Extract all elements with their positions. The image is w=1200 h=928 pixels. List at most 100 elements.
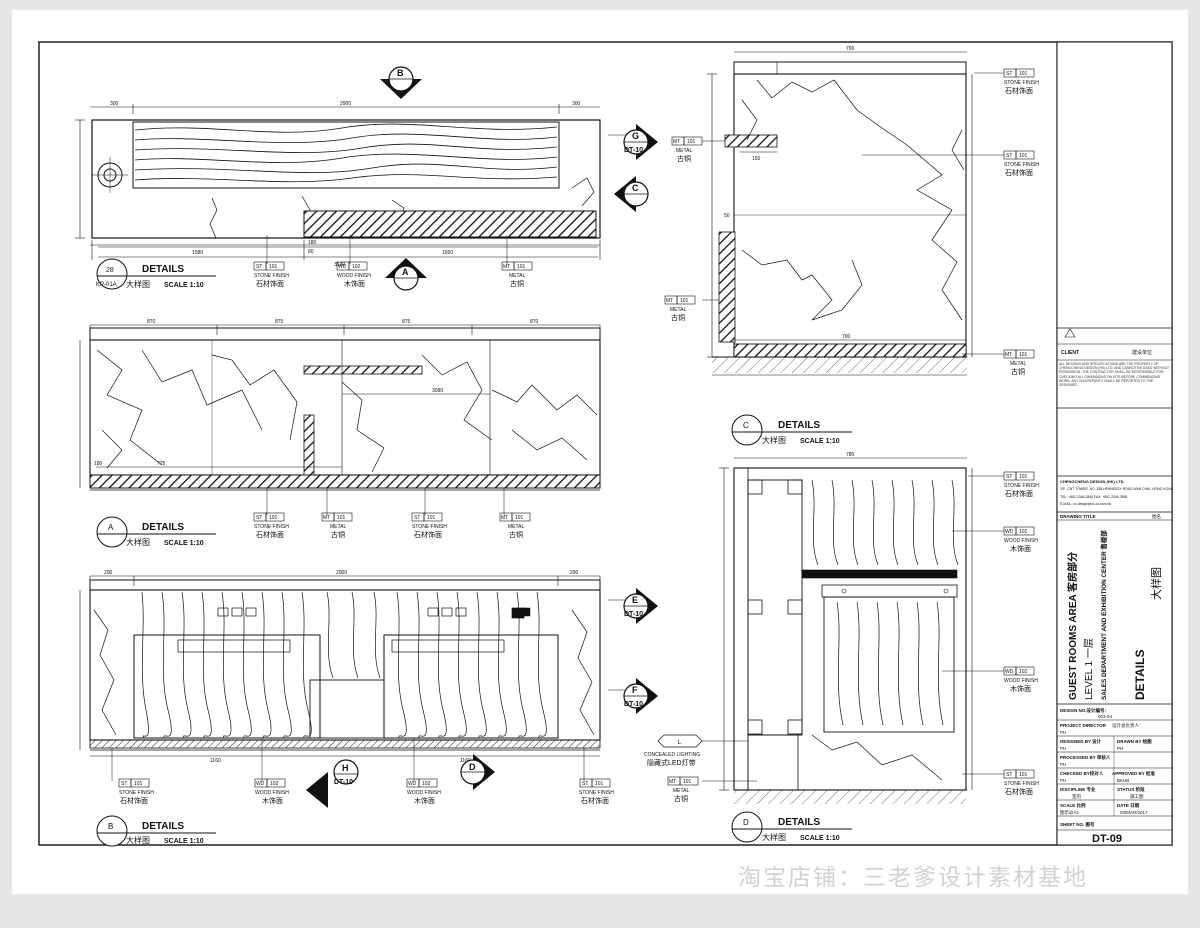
watermark-text: 淘宝店铺：三老爹设计素材基地 bbox=[738, 865, 1088, 891]
view-28-dims: 300 2900 300 1580 1650 3530 180 80 bbox=[110, 101, 581, 268]
status: 施工图 bbox=[1130, 793, 1144, 800]
dim-label: 780 bbox=[846, 452, 855, 458]
view-b-drawing bbox=[79, 575, 630, 757]
section-letter: G bbox=[632, 131, 639, 141]
callout-metal-c1: MT 101 METAL 古铜 bbox=[671, 136, 725, 163]
view-scale: SCALE 1:10 bbox=[800, 835, 840, 842]
dim-label: 870 bbox=[530, 319, 539, 325]
drawing-title-label: DRAWING TITLE bbox=[1060, 514, 1096, 519]
callout-cn: 木饰面 bbox=[344, 279, 365, 288]
dim-label: 50 bbox=[724, 213, 730, 219]
callout-en: METAL bbox=[330, 524, 347, 530]
callout-en: METAL bbox=[509, 273, 526, 279]
callout-cn: 古铜 bbox=[509, 530, 523, 539]
view-title: DETAILS bbox=[142, 264, 184, 275]
callout-cn: 古铜 bbox=[1011, 367, 1025, 376]
view-number: 28 bbox=[106, 267, 114, 274]
checked-by: PH bbox=[1060, 778, 1066, 783]
callout-number: 101 bbox=[134, 781, 143, 787]
callout-en: STONE FINISH bbox=[119, 790, 154, 796]
callout-stone-b2: ST 101 STONE FINISH 石材饰面 bbox=[579, 748, 614, 805]
design-no: 003-04 bbox=[1098, 714, 1113, 719]
callout-cn: 古铜 bbox=[674, 794, 688, 803]
view-c-dims: 790 150 700 50 bbox=[724, 46, 855, 340]
view-subtitle: 大样图 bbox=[126, 835, 150, 845]
section-mark-a[interactable]: A bbox=[385, 258, 427, 291]
dim-label: 875 bbox=[275, 319, 284, 325]
scale-label: SCALE 比例 bbox=[1060, 802, 1086, 809]
scale-value: 图示@A1 bbox=[1060, 810, 1080, 816]
callout-number: 101 bbox=[427, 515, 436, 521]
project-dept: SALES DEPARTMENT AND EXHIBITION CENTER 售… bbox=[1099, 530, 1108, 700]
callout-cn: 古铜 bbox=[331, 530, 345, 539]
callout-number: 101 bbox=[269, 264, 278, 270]
callout-metal-a2: MT 101 METAL 古铜 bbox=[499, 488, 531, 539]
callout-cn: 古铜 bbox=[671, 313, 685, 322]
dim-label: 875 bbox=[402, 319, 411, 325]
company-tel: TEL: +852-2346-2846 FAX: +852-2346-2855 bbox=[1060, 495, 1127, 499]
callout-cn: 石材饰面 bbox=[1005, 168, 1033, 177]
section-mark-d[interactable]: D bbox=[460, 754, 495, 790]
view-title: DETAILS bbox=[142, 522, 184, 533]
callout-code: MT bbox=[673, 139, 680, 145]
dim-label: 1160 bbox=[460, 758, 471, 764]
discipline-label: DISCIPLINE 专业 bbox=[1060, 786, 1096, 793]
callout-stone-d2: ST 101 STONE FINISH 石材饰面 bbox=[962, 769, 1039, 796]
section-mark-h[interactable]: H DT-10 bbox=[306, 759, 359, 808]
callout-en: STONE FINISH bbox=[1004, 483, 1039, 489]
callout-number: 101 bbox=[337, 515, 346, 521]
callout-en: STONE FINISH bbox=[1004, 80, 1039, 86]
callout-metal-c2: MT 101 METAL 古铜 bbox=[664, 295, 719, 322]
callout-number: 102 bbox=[352, 264, 361, 270]
design-no-label: DESIGN NO.设计编号: bbox=[1060, 707, 1107, 714]
dim-label: 775 bbox=[157, 461, 166, 467]
section-mark-f[interactable]: F DT-10 bbox=[623, 678, 658, 714]
callout-metal-a1: MT 101 METAL 古铜 bbox=[321, 488, 353, 539]
view-scale: SCALE 1:10 bbox=[164, 540, 204, 547]
section-ref: DT-10 bbox=[624, 611, 643, 618]
callout-number: 101 bbox=[515, 515, 524, 521]
designed-by: PH bbox=[1060, 746, 1066, 751]
callout-en: WOOD FINISH bbox=[1004, 678, 1038, 684]
dim-label: 150 bbox=[752, 156, 761, 162]
section-mark-g[interactable]: G DT-10 bbox=[623, 124, 658, 160]
callout-cn: 石材饰面 bbox=[581, 796, 609, 805]
callout-stone-c2: ST 101 STONE FINISH 石材饰面 bbox=[862, 150, 1039, 177]
project-area: GUEST ROOMS AREA 客房部分 bbox=[1066, 552, 1079, 700]
company-email: E-MAIL: cc-design@cc-co.com.hk bbox=[1060, 502, 1111, 506]
section-mark-c[interactable]: C bbox=[614, 176, 649, 212]
view-scale: SCALE 1:10 bbox=[800, 438, 840, 445]
callout-code: ST bbox=[256, 264, 262, 270]
callout-en: METAL bbox=[1010, 361, 1027, 367]
callout-code: MT bbox=[1005, 352, 1012, 358]
view-title-b: B DETAILS 大样图 SCALE 1:10 bbox=[96, 815, 216, 847]
dim-label: 3080 bbox=[432, 388, 443, 394]
project-level: LEVEL 1 一层 bbox=[1083, 638, 1095, 700]
view-d-drawing bbox=[719, 457, 973, 804]
callout-code: ST bbox=[414, 515, 420, 521]
callout-metal-c3: MT 101 METAL 古铜 bbox=[962, 349, 1035, 376]
callout-code: WD bbox=[1005, 669, 1014, 675]
callout-code: MT bbox=[503, 264, 510, 270]
callout-stone-a1: ST 101 STONE FINISH 石材饰面 bbox=[253, 488, 289, 539]
view-d-dims: 780 bbox=[846, 452, 855, 458]
section-mark-b-top[interactable]: B bbox=[380, 66, 422, 99]
callout-cn: 木饰面 bbox=[1010, 684, 1031, 693]
callout-cn: 木饰面 bbox=[262, 796, 283, 805]
view-number: D bbox=[743, 818, 749, 827]
callout-wood-d1: WD 102 WOOD FINISH 木饰面 bbox=[952, 526, 1038, 553]
drawing-title-cn: 图名 bbox=[1152, 513, 1161, 520]
callout-en: WOOD FINISH bbox=[255, 790, 289, 796]
view-title-d: D DETAILS 大样图 SCALE 1:10 bbox=[731, 811, 852, 843]
callout-en: METAL bbox=[508, 524, 525, 530]
section-ref: DT-10 bbox=[624, 147, 643, 154]
callout-number: 102 bbox=[1019, 669, 1028, 675]
dim-label: 290 bbox=[104, 570, 113, 576]
company-name: CHENGCHENG DESIGN (HK) LTD. bbox=[1060, 479, 1125, 484]
view-subtitle: 大样图 bbox=[126, 279, 150, 289]
client-label: CLIENT bbox=[1061, 350, 1079, 356]
section-mark-e[interactable]: E DT-10 bbox=[623, 588, 658, 624]
project-director: PH bbox=[1060, 730, 1066, 735]
callout-en: STONE FINISH bbox=[412, 524, 447, 530]
company-address: 2/F., CNT TOWER, NO. 338 HENNESSY ROAD W… bbox=[1060, 487, 1174, 491]
